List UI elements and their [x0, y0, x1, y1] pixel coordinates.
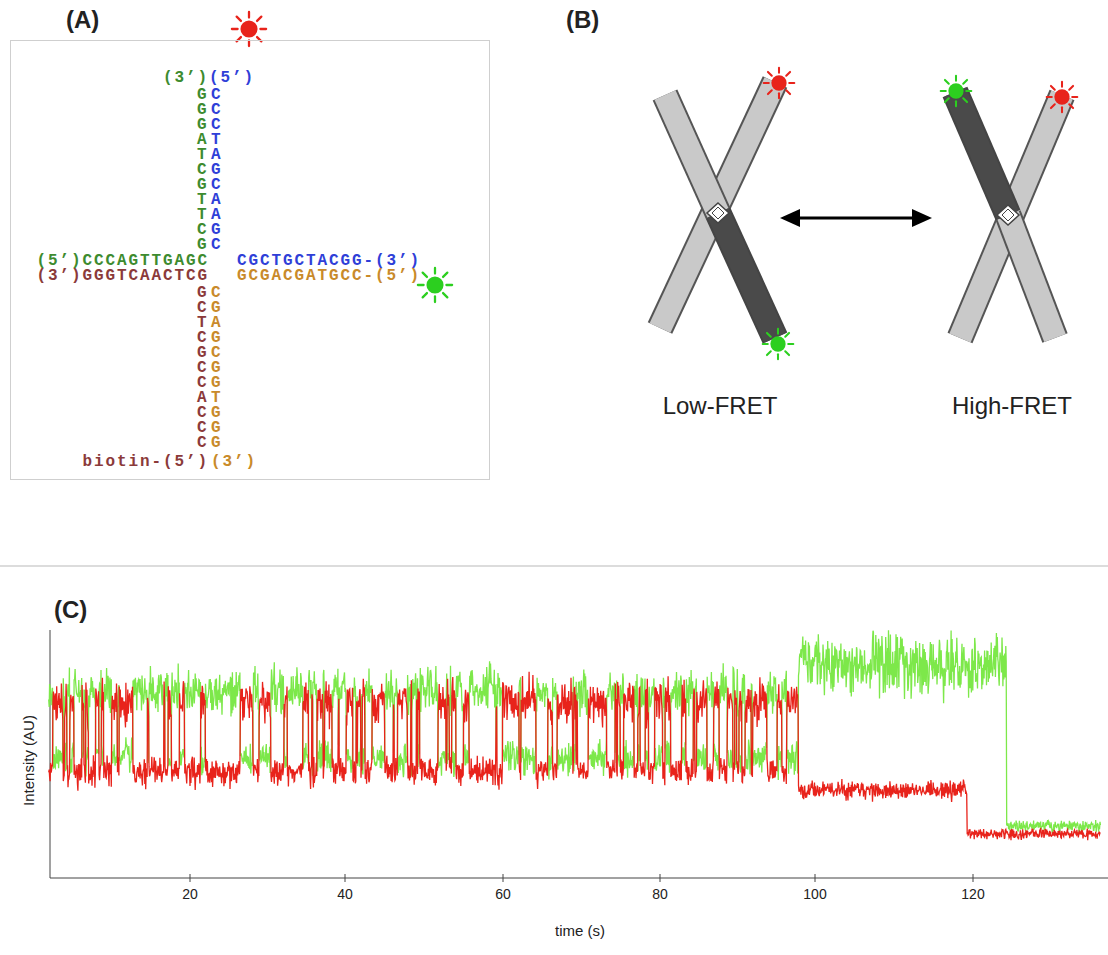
tick-label: 20	[182, 886, 198, 902]
acceptor-dye	[764, 68, 795, 99]
state-label: Low-FRET	[663, 392, 778, 420]
tick-label: 100	[803, 886, 826, 902]
sequence-column: CCCTAGCAAGC	[211, 88, 223, 253]
donor-dye	[941, 76, 972, 107]
sequence-strand: CGCTGCTACGG-(3’)	[237, 254, 421, 269]
sequence-column: GCTCGCCACCC	[197, 286, 209, 451]
tick-label: 60	[495, 886, 511, 902]
sequence-strand: GCGACGATGCC-(5’)	[237, 269, 421, 284]
axis-title: time (s)	[555, 922, 605, 939]
sequence-column: CGAGCGGTGGG	[211, 286, 223, 451]
equilibrium-arrow	[780, 209, 932, 227]
sequence-strand: (3’)GGGTCAACTCG	[36, 269, 209, 284]
sequence-panel: (3’)(5’)GGGATCGTTCGCCCTAGCAAGC(5’)CCCAGT…	[10, 40, 490, 480]
sequence-strand: (3’)	[211, 455, 257, 470]
sequence-strand: (3’)	[163, 71, 209, 86]
sequence-column: GGGATCGTTCG	[197, 88, 209, 253]
axis-title: Intensity (AU)	[20, 715, 37, 806]
donor-dye	[418, 268, 452, 302]
tick-label: 120	[961, 886, 984, 902]
donor-dye	[763, 329, 794, 360]
acceptor-dye	[1047, 82, 1078, 113]
panel-letter: (A)	[66, 6, 99, 34]
tick-label: 80	[652, 886, 668, 902]
donor-trace	[49, 630, 1101, 834]
sequence-strand: (5’)	[209, 71, 255, 86]
state-label: High-FRET	[952, 392, 1072, 420]
sequence-strand: (5’)CCCAGTTGAGC	[36, 254, 209, 269]
sequence-strand: biotin-(5’)	[82, 455, 209, 470]
junction-high-fret	[955, 92, 1062, 338]
panel-letter: (B)	[566, 6, 599, 34]
acceptor-trace	[49, 672, 1101, 840]
junction-low-fret	[660, 82, 775, 338]
panel-separator	[0, 565, 1108, 567]
tick-label: 40	[337, 886, 353, 902]
panel-letter: (C)	[54, 596, 87, 624]
